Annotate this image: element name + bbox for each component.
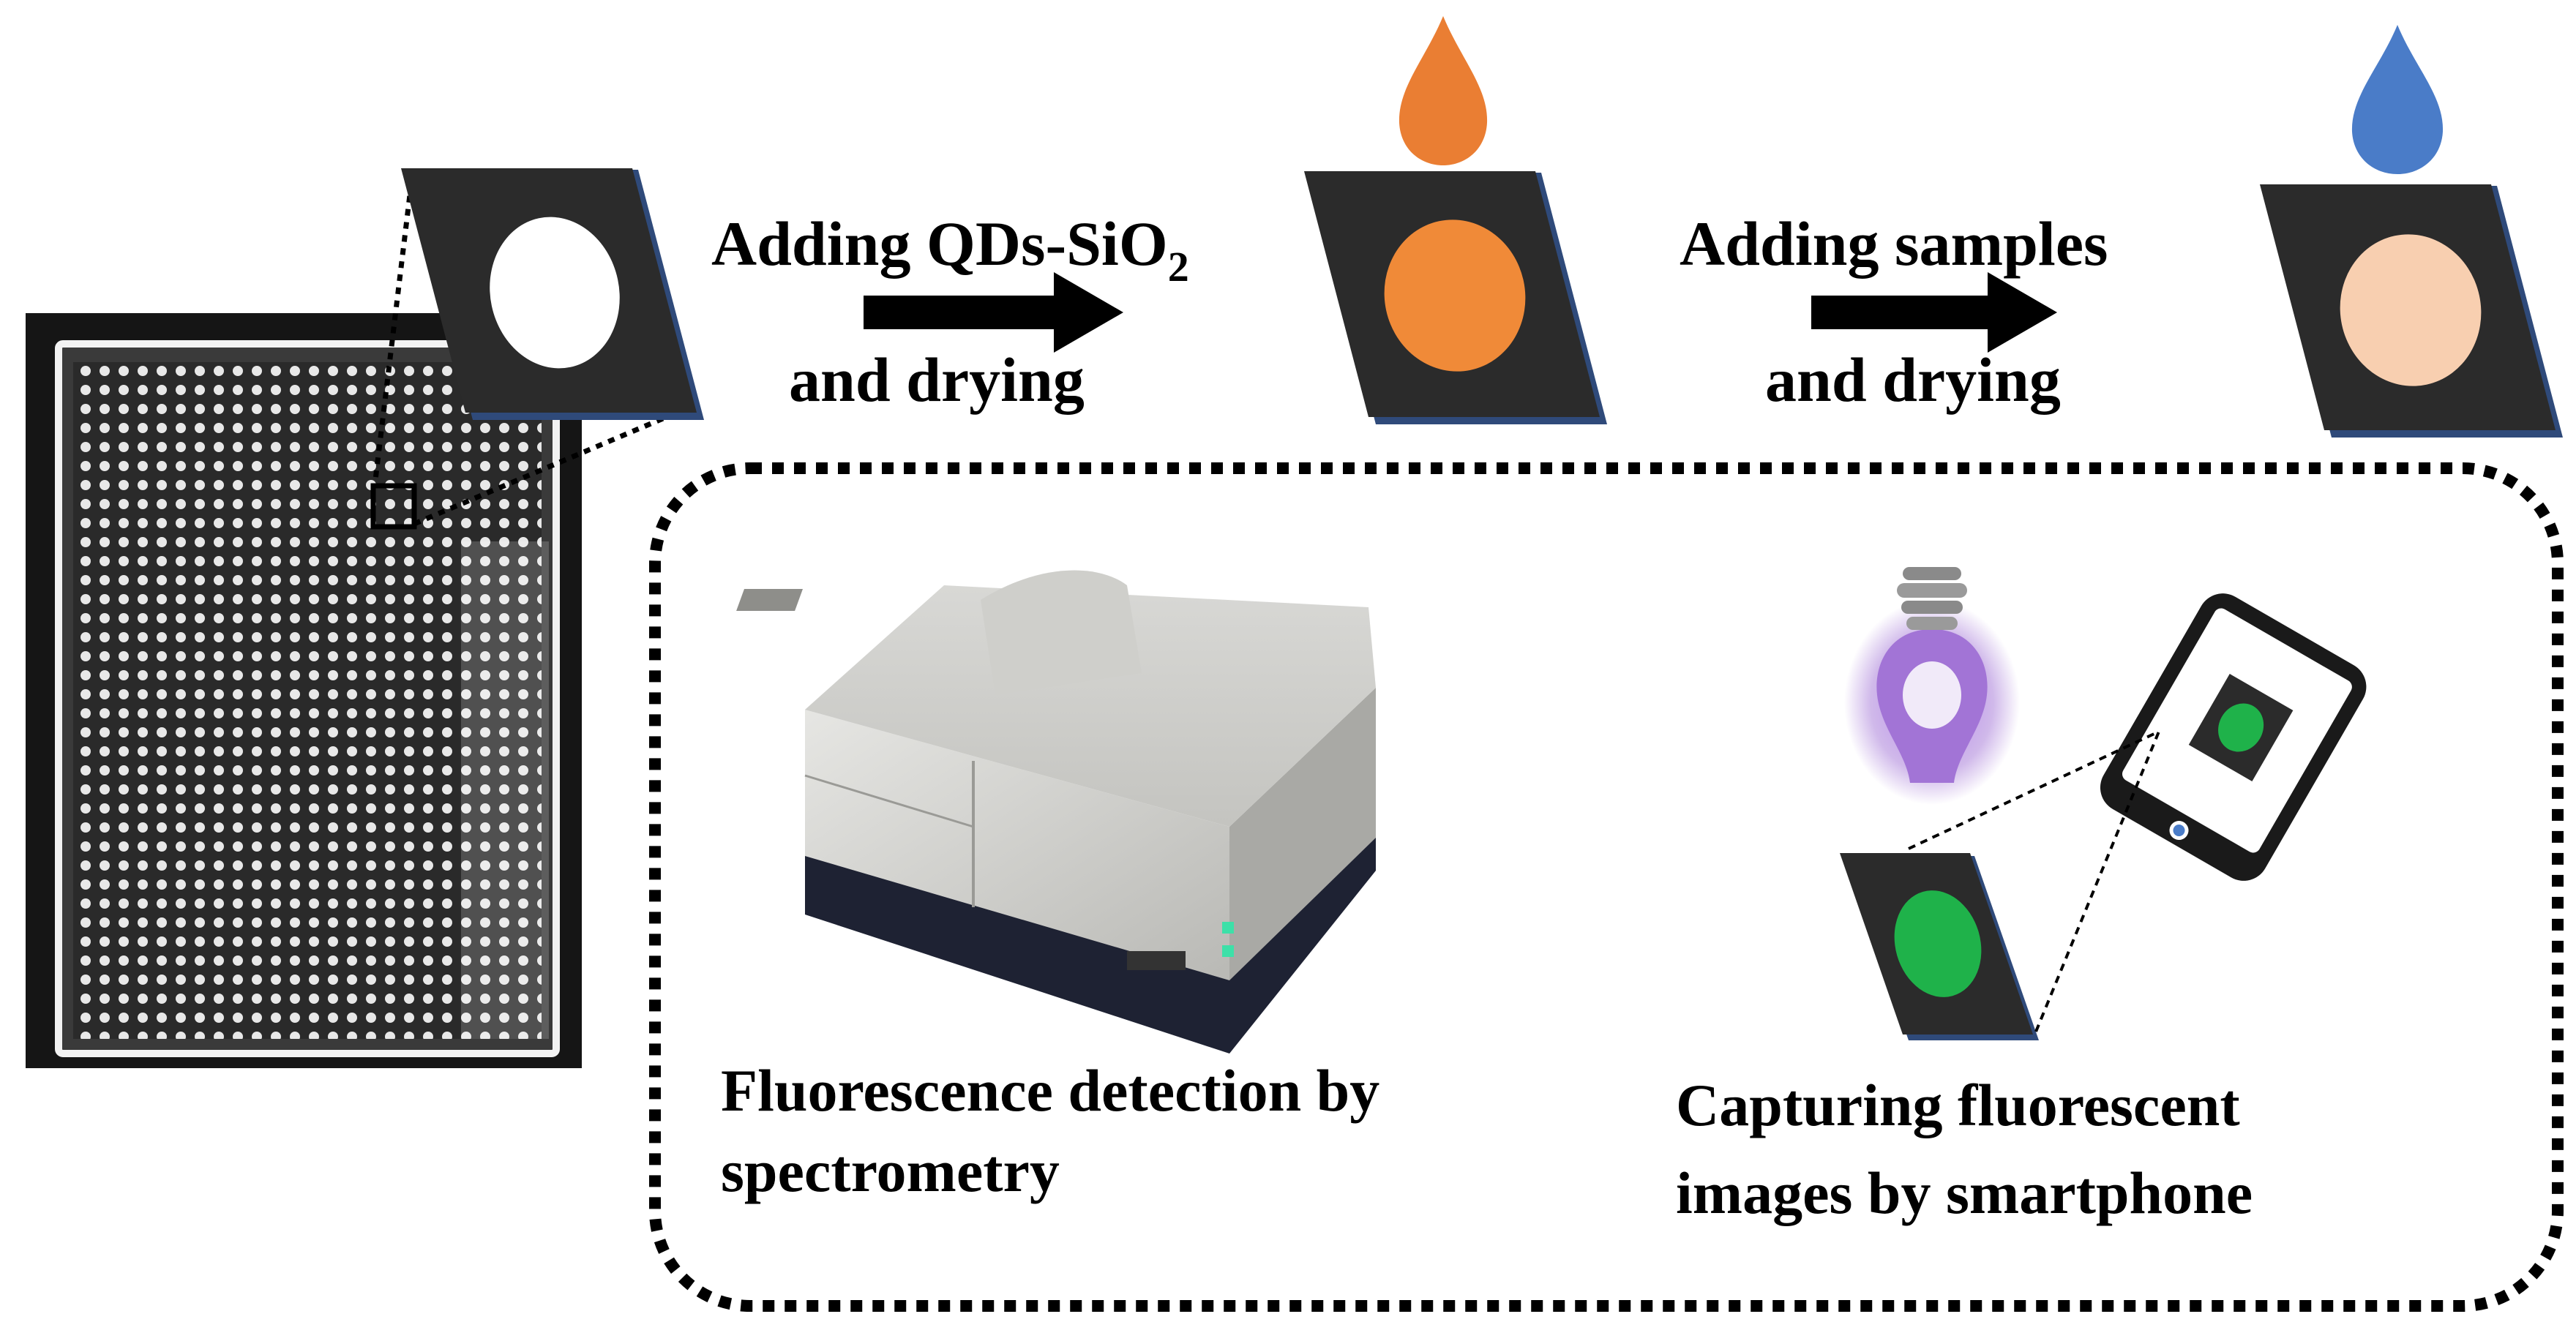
plate-highlight xyxy=(461,541,549,1039)
step1-label-line1: Adding QDs-SiO2 xyxy=(711,209,1189,290)
zoom-box xyxy=(370,483,417,530)
step2-label-line2: and drying xyxy=(1765,345,2061,415)
qd-chip xyxy=(1304,16,1607,424)
droplet-icon xyxy=(2351,25,2444,174)
droplet-icon xyxy=(1399,16,1488,165)
smartphone-icon xyxy=(2100,593,2367,881)
sample-chip xyxy=(2260,25,2563,438)
fluorescent-chip xyxy=(1840,853,2039,1040)
smartphone-label-line1: Capturing fluorescent xyxy=(1676,1072,2240,1138)
detection-box xyxy=(649,462,2564,1312)
qd-spot xyxy=(1384,219,1526,372)
plate-wells xyxy=(73,362,542,1039)
capture-lines xyxy=(1908,730,2160,1032)
spectrometry-label-line2: spectrometry xyxy=(721,1138,1060,1204)
uv-lamp-icon xyxy=(1844,567,2020,805)
fluorescent-spot xyxy=(1894,890,1982,997)
sample-spot xyxy=(2340,234,2482,386)
blank-chip xyxy=(401,168,704,420)
microplate-photo-icon xyxy=(26,313,582,1068)
spectrometry-label-line1: Fluorescence detection by xyxy=(721,1057,1379,1124)
step2-label-line1: Adding samples xyxy=(1680,209,2108,279)
blank-spot xyxy=(490,217,620,369)
spectrofluorometer-icon xyxy=(736,570,1376,1054)
arrow-step1 xyxy=(864,272,1123,353)
zoom-lines xyxy=(372,182,664,527)
smartphone-label-line2: images by smartphone xyxy=(1676,1160,2253,1226)
arrow-step2 xyxy=(1811,272,2057,353)
step1-label-line2: and drying xyxy=(789,345,1085,415)
phone-screen-spot xyxy=(2218,703,2264,752)
